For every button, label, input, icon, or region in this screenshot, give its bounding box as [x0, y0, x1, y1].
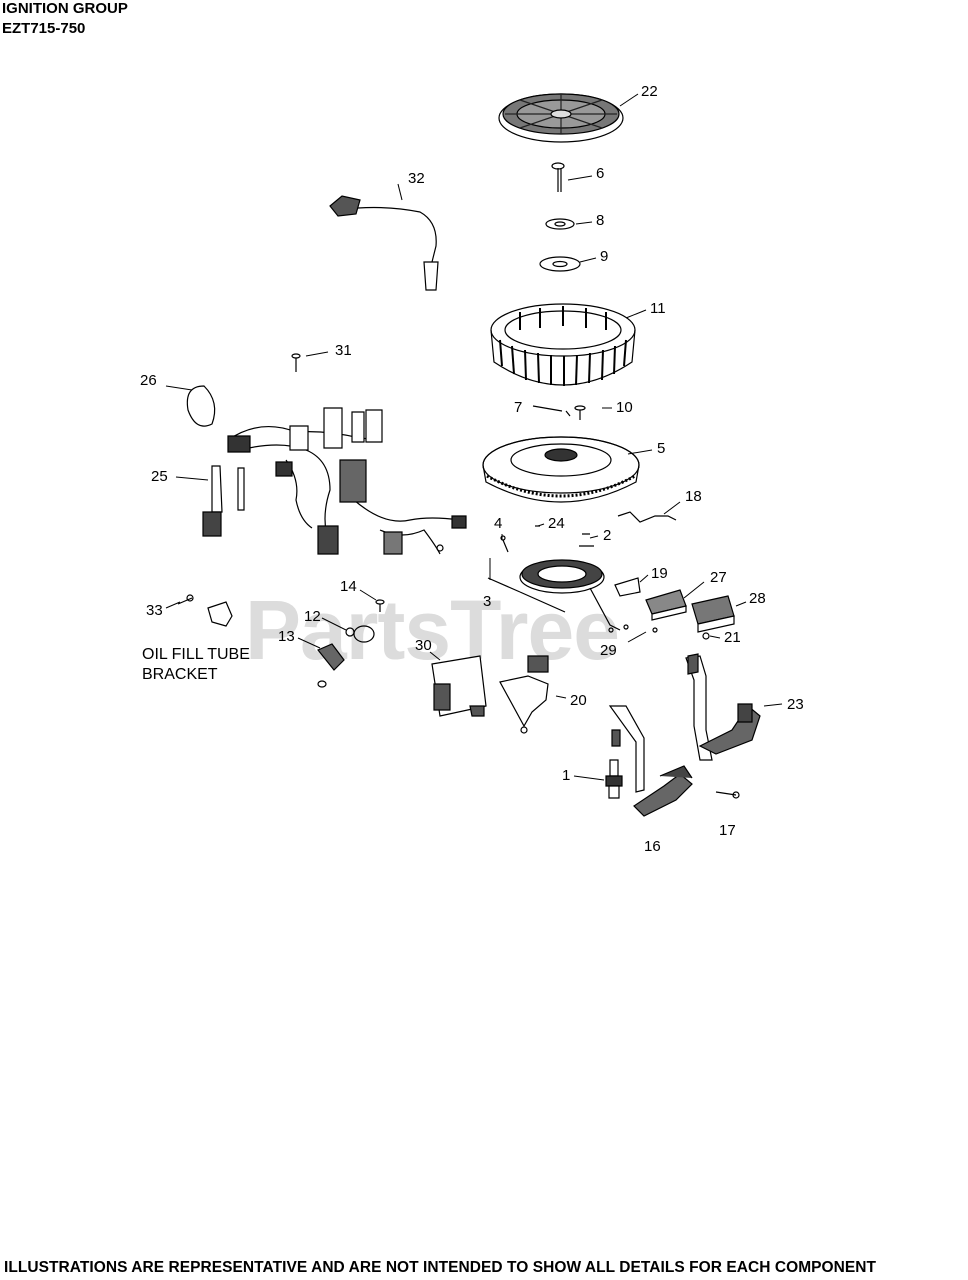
oil-fill-label-line1: OIL FILL TUBE: [142, 646, 250, 663]
page-title: IGNITION GROUP: [2, 0, 128, 17]
oil-fill-tube-bracket[interactable]: [208, 602, 232, 626]
callout-3: 3: [483, 593, 492, 610]
watermark: PartsTree: [245, 583, 620, 677]
part-12-clamp[interactable]: [346, 626, 374, 642]
part-6-screw[interactable]: [552, 163, 564, 192]
oil-fill-label-line2: BRACKET: [142, 666, 218, 683]
oil-fill-tube-bracket-label: OIL FILL TUBE BRACKET: [142, 645, 250, 685]
callout-33: 33: [146, 602, 163, 619]
part-20-bracket[interactable]: [500, 656, 548, 733]
part-21-nut[interactable]: [703, 633, 709, 639]
callout-13: 13: [278, 628, 295, 645]
callout-18: 18: [685, 488, 702, 505]
part-14-screw[interactable]: [376, 600, 384, 612]
part-10-bolt[interactable]: [575, 406, 585, 420]
part-31-bolt[interactable]: [292, 354, 300, 372]
wiring-harness[interactable]: [228, 408, 466, 554]
callout-21: 21: [724, 629, 741, 646]
callout-4: 4: [494, 515, 503, 532]
part-9-plate[interactable]: [540, 257, 580, 271]
callout-8: 8: [596, 212, 605, 229]
part-5-flywheel[interactable]: [483, 437, 639, 502]
callout-25: 25: [151, 468, 168, 485]
callout-11: 11: [650, 300, 666, 317]
part-3-stator[interactable]: [488, 560, 620, 630]
callout-24: 24: [548, 515, 565, 532]
part-25-switch[interactable]: [203, 466, 244, 536]
callout-30: 30: [415, 637, 432, 654]
part-17-screw[interactable]: [716, 792, 739, 798]
part-2-screw[interactable]: [579, 534, 594, 546]
callout-20: 20: [570, 692, 587, 709]
part-18-wire[interactable]: [618, 512, 676, 522]
callout-16: 16: [644, 838, 661, 855]
part-29-screw[interactable]: [609, 625, 657, 632]
callout-26: 26: [140, 372, 157, 389]
callout-27: 27: [710, 569, 727, 586]
part-23-ignition-coil[interactable]: [686, 654, 760, 760]
part-28-regulator[interactable]: [692, 596, 734, 632]
leader-lines: [166, 94, 782, 780]
callout-22: 22: [641, 83, 658, 100]
callout-2: 2: [603, 527, 612, 544]
callout-29: 29: [600, 642, 617, 659]
callout-17: 17: [719, 822, 736, 839]
callout-31: 31: [335, 342, 352, 359]
callout-32: 32: [408, 170, 425, 187]
callout-9: 9: [600, 248, 609, 265]
part-13-sensor[interactable]: [318, 644, 344, 687]
callout-28: 28: [749, 590, 766, 607]
callout-19: 19: [651, 565, 668, 582]
part-27-rectifier[interactable]: [646, 590, 686, 620]
part-33-screw[interactable]: [178, 595, 193, 604]
callout-12: 12: [304, 608, 321, 625]
model-number: EZT715-750: [2, 20, 86, 37]
part-32-plug-lead[interactable]: [330, 196, 438, 290]
part-19-clip[interactable]: [615, 578, 640, 596]
part-26-tie[interactable]: [187, 386, 214, 426]
callout-23: 23: [787, 696, 804, 713]
callout-7: 7: [514, 399, 523, 416]
part-7-key[interactable]: [533, 406, 570, 416]
part-22-grass-screen[interactable]: [499, 94, 623, 142]
part-16-ignition-coil[interactable]: [610, 706, 692, 816]
callout-10: 10: [616, 399, 633, 416]
callout-1: 1: [562, 767, 571, 784]
part-1-spark-plug[interactable]: [606, 760, 622, 798]
callout-5: 5: [657, 440, 666, 457]
callout-6: 6: [596, 165, 605, 182]
disclaimer-footer: ILLUSTRATIONS ARE REPRESENTATIVE AND ARE…: [4, 1259, 877, 1276]
part-4-screw[interactable]: [501, 536, 508, 552]
part-30-ecu[interactable]: [432, 656, 486, 716]
callout-14: 14: [340, 578, 357, 595]
part-11-fan[interactable]: [491, 304, 635, 386]
